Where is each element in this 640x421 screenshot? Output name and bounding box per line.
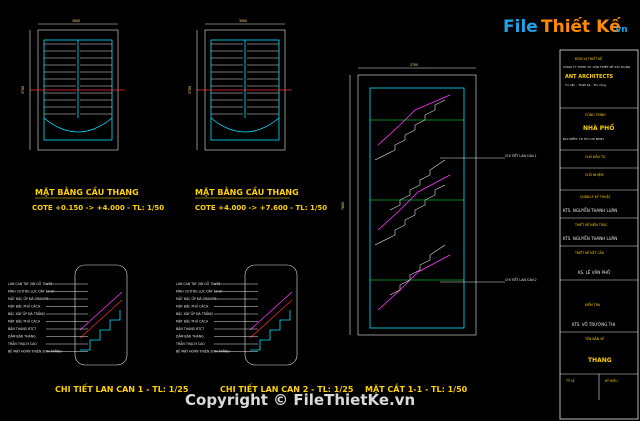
section-1-1: 2700 7600 CHI TIẾT LAN CAN 1 CHI TIẾT LA… — [341, 63, 537, 394]
tb-name-4: KTS. VÕ TRƯỜNG THI — [572, 322, 615, 327]
stair-plan-1: 3000 3700 MẶT BẰNG CẦU THANG COTE +0.150… — [21, 19, 164, 212]
detail-note: MẶT BẬC PHỦ CÁCH — [176, 319, 209, 324]
section-height-dim: 7600 — [341, 202, 345, 210]
tb-sheet-name: THANG — [588, 357, 612, 364]
watermark-top: File Thiết Kế .vn — [500, 6, 636, 42]
tb-design-label: THIẾT KẾ KIẾN TRÚC — [574, 221, 608, 227]
detail-note: TRẦN THẠCH CAO — [7, 341, 37, 346]
detail-note: TRẦN THẠCH CAO — [175, 341, 205, 346]
tb-project: NHÀ PHỐ — [583, 124, 614, 132]
watermark-top-b: Thiết Kế — [541, 16, 621, 37]
watermark-bottom: Copyright © FileThietKe.vn — [185, 391, 415, 409]
section-width-dim: 2700 — [410, 63, 418, 67]
detail2-title: CHI TIẾT LAN CAN 2 - TL: 1/25 — [220, 382, 354, 394]
section-callout-1: CHI TIẾT LAN CAN 1 — [505, 152, 537, 158]
tb-name-2: KTS. NGUYỄN THANH LUÂN — [563, 236, 617, 241]
plan2-subtitle: COTE +4.000 -> +7.600 - TL: 1/50 — [195, 204, 327, 212]
detail-note: MẶT BẬC PHỦ CÁCH — [8, 319, 41, 324]
tb-tech-label: QUẢN LÝ KỸ THUẬT — [580, 194, 611, 199]
tb-name-3: KS. LÊ VĂN PHỐ — [578, 270, 610, 275]
tb-sheet-name-label: TÊN BẢN VẼ — [584, 336, 604, 341]
detail-note: MẶT BẬC ỐP ĐÁ GRANITE — [8, 296, 49, 301]
plan1-height-dim: 3700 — [21, 86, 25, 94]
section-title: MẶT CẮT 1-1 - TL: 1/50 — [365, 382, 468, 394]
detail-note: BẢN THANG BTCT — [176, 326, 204, 331]
plan1-title: MẶT BẰNG CẦU THANG — [35, 185, 139, 197]
plan2-height-dim: 3700 — [188, 86, 192, 94]
detail-note: BẬC XÂY ỐP ĐÁ TRẮNG — [8, 311, 45, 316]
tb-check-label: KIỂM TRA — [585, 302, 601, 307]
section-callout-2: CHI TIẾT LAN CAN 2 — [505, 276, 537, 282]
detail-note: MẶT BẬC PHỦ CÁCH — [176, 304, 209, 309]
tb-director-label: CHỦ NHIỆM — [585, 172, 604, 177]
title-block: ĐƠN VỊ THIẾT KẾ CÔNG TY TNHH TƯ VẤN THIẾ… — [559, 49, 639, 420]
detail-note: BẢN THANG BTCT — [8, 326, 36, 331]
tb-company-line2: Tư vấn - Thiết kế - Thi công — [564, 83, 606, 87]
watermark-top-a: File — [503, 17, 538, 37]
detail-note: DẦM BẢN THANG — [8, 334, 36, 339]
detail-note: LAN CAN TAY VỊN GỖ 70x70 — [176, 281, 220, 286]
tb-scale-label: TỶ LỆ — [565, 378, 575, 383]
detail-note: BỀ MẶT HOÀN THIỆN SƠN TRẮNG — [176, 349, 230, 354]
detail1-title: CHI TIẾT LAN CAN 1 - TL: 1/25 — [55, 382, 189, 394]
detail-note: BẬC XÂY ỐP ĐÁ TRẮNG — [176, 311, 213, 316]
plan1-subtitle: COTE +0.150 -> +4.000 - TL: 1/50 — [32, 204, 164, 212]
tb-name-1: KTS. NGUYỄN THANH LUÂN — [563, 208, 617, 213]
detail-note: BỀ MẶT HOÀN THIỆN SƠN TRẮNG — [8, 349, 62, 354]
tb-company-label: ĐƠN VỊ THIẾT KẾ — [575, 55, 603, 61]
watermark-top-suffix: .vn — [612, 25, 628, 35]
detail-note: KÍNH CƯỜNG LỰC DÀY 10 LY — [8, 289, 54, 294]
tb-company-line1: CÔNG TY TNHH TƯ VẤN THIẾT KẾ XÂY DỰNG — [563, 63, 631, 69]
detail-note: MẶT BẬC PHỦ CÁCH — [8, 304, 41, 309]
detail-note: LAN CAN TAY VỊN GỖ 70x70 — [8, 281, 52, 286]
detail-note: MẶT BẬC ỐP ĐÁ GRANITE — [176, 296, 217, 301]
tb-draw-label: THIẾT KẾ KẾT CẤU — [574, 249, 605, 255]
plan1-width-dim: 3000 — [72, 19, 80, 23]
tb-owner-label: CHỦ ĐẦU TƯ — [585, 154, 606, 159]
tb-project-label: CÔNG TRÌNH — [585, 112, 606, 117]
plan2-title: MẶT BẰNG CẦU THANG — [195, 185, 299, 197]
tb-sheet-no-label: KÝ HIỆU — [605, 378, 618, 383]
detail-note: KÍNH CƯỜNG LỰC DÀY 10 LY — [176, 289, 222, 294]
tb-address: ĐỊA ĐIỂM: TP. HỒ CHÍ MINH — [563, 136, 604, 141]
tb-company: ANT ARCHITECTS — [565, 74, 614, 80]
detail-note: DẦM BẢN THANG — [176, 334, 204, 339]
stair-plan-2: 3000 3700 MẶT BẰNG CẦU THANG COTE +4.000… — [188, 19, 327, 212]
plan2-width-dim: 3000 — [239, 19, 247, 23]
